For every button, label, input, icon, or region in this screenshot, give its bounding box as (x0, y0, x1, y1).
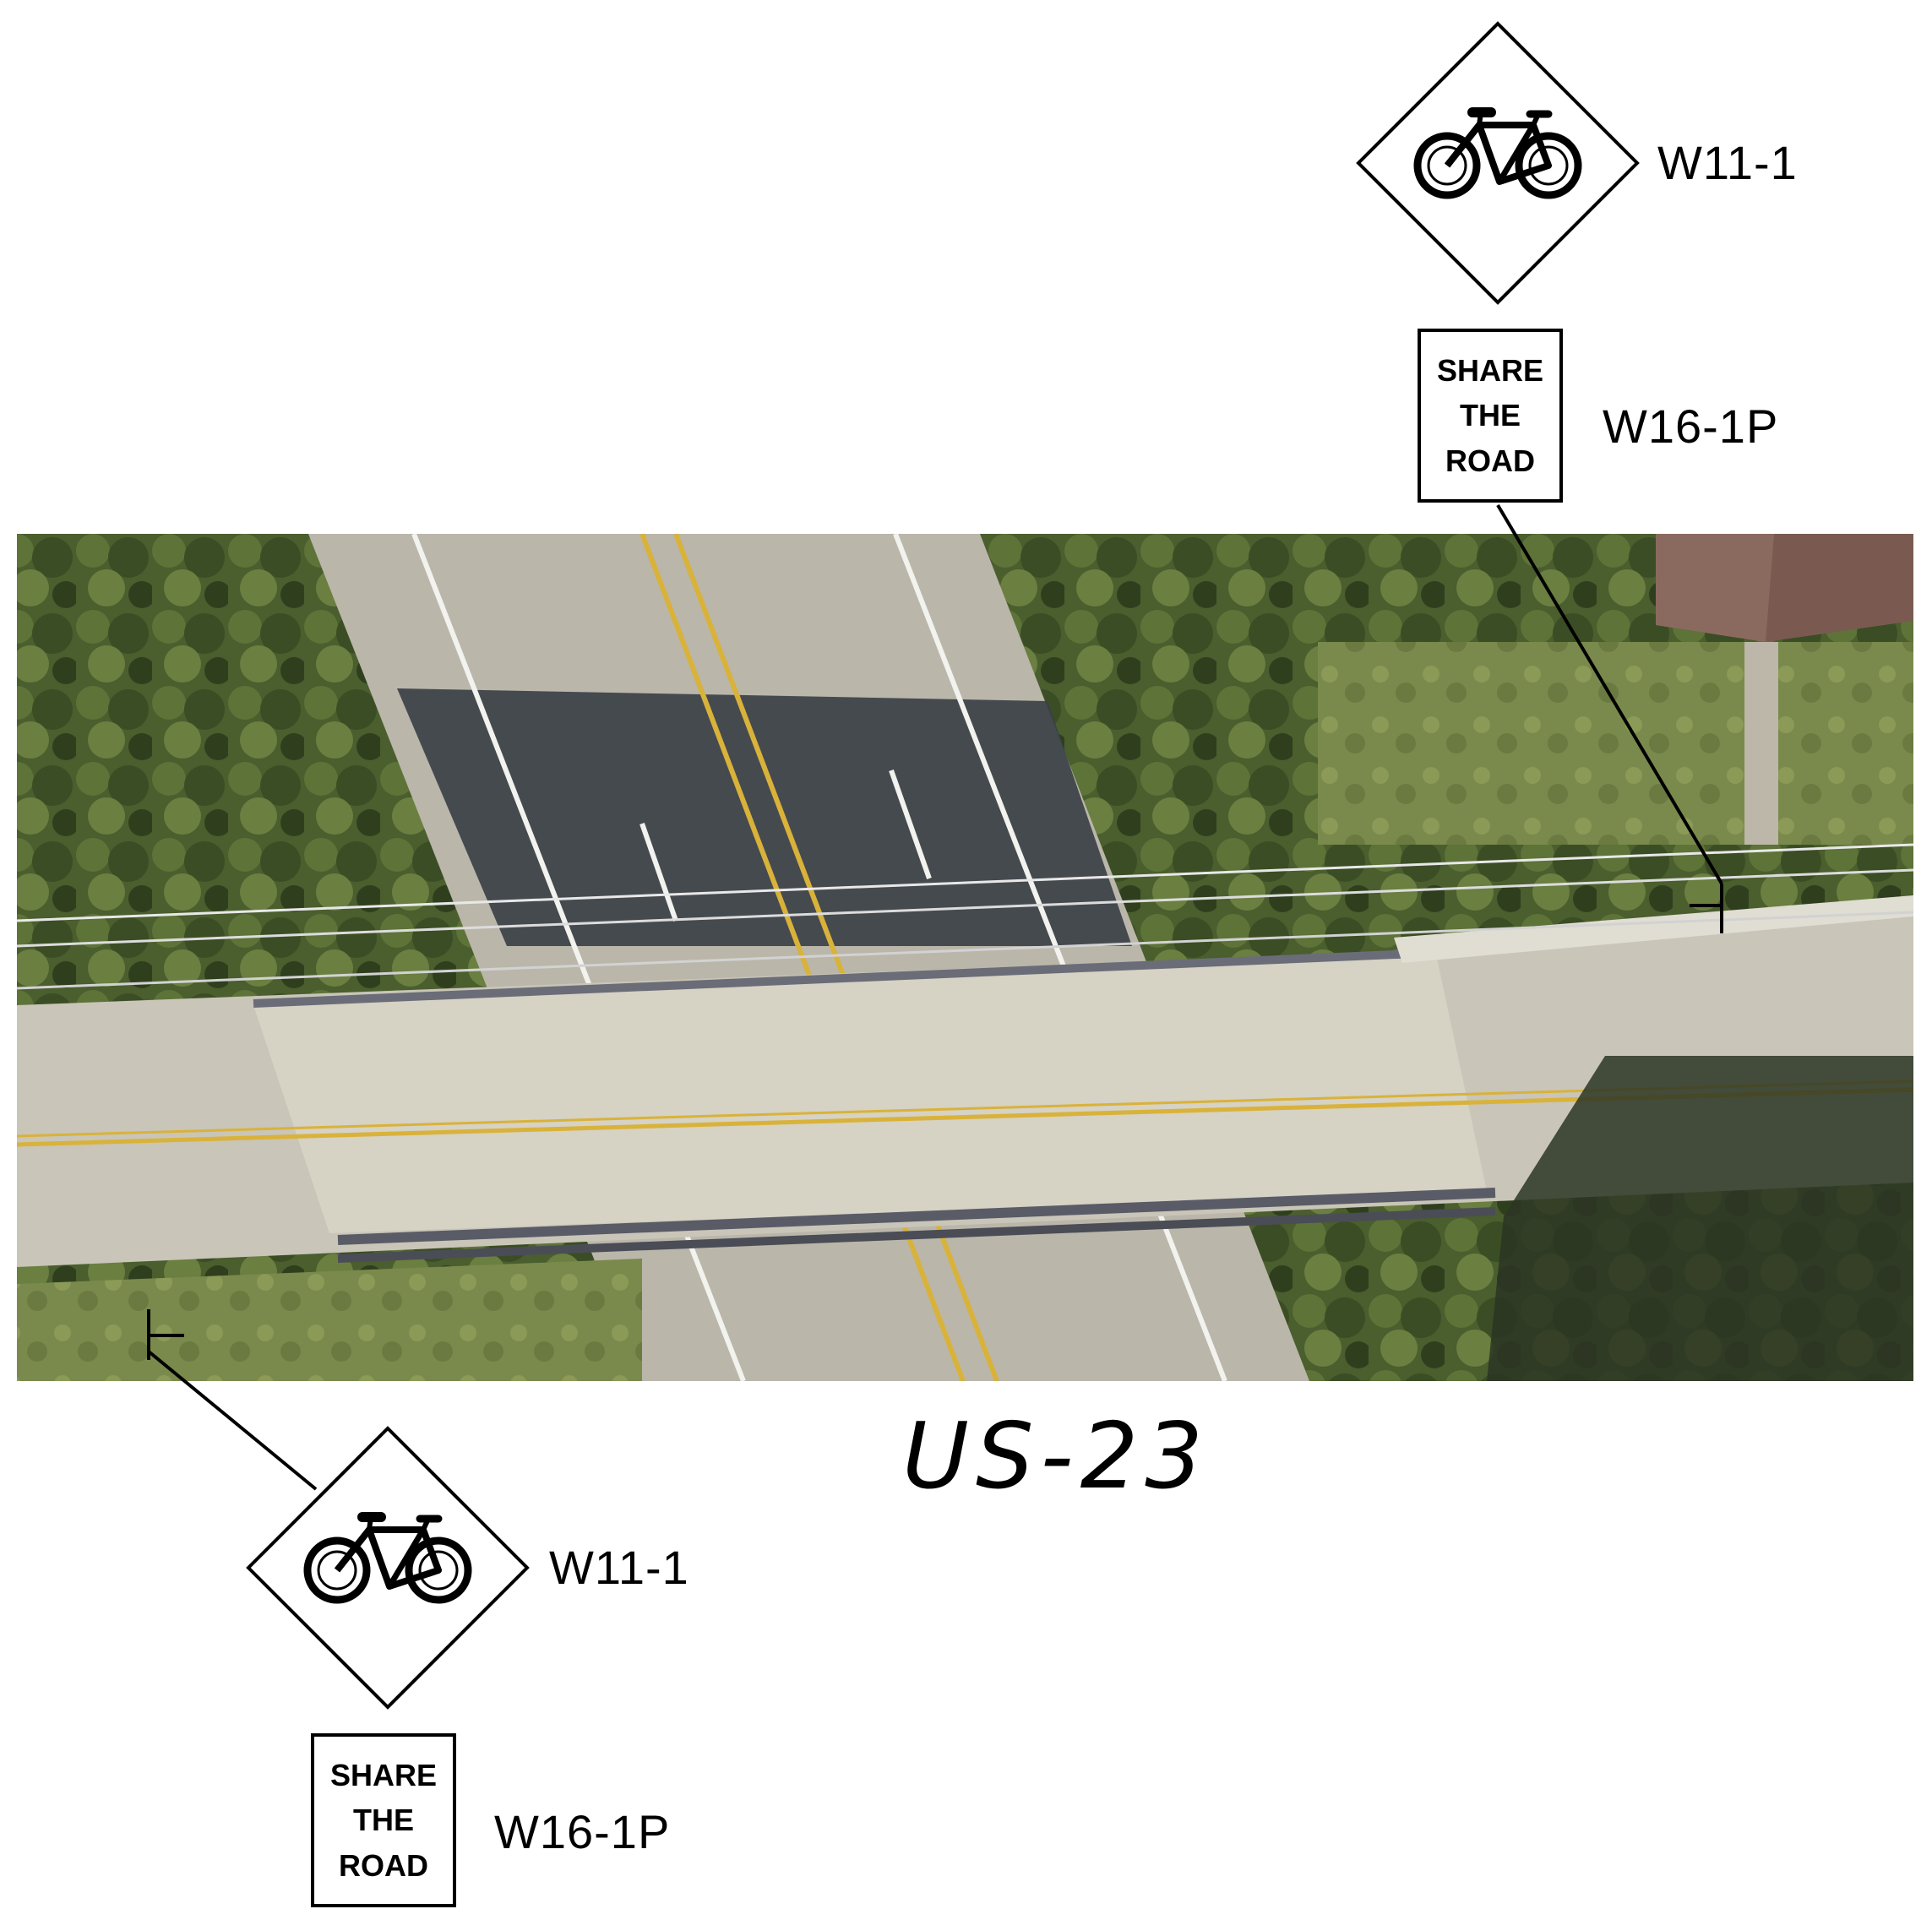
sign-code-w16-1p-bottom: W16-1P (494, 1805, 671, 1858)
plaque-line-road: ROAD (339, 1847, 428, 1883)
plaque-line-share: SHARE (329, 1757, 438, 1792)
w16-1p-plaque-bottom: SHARE THE ROAD (311, 1733, 456, 1907)
plaque-line-the: THE (353, 1803, 414, 1837)
bridge-shadow (397, 688, 1132, 946)
bicycle-icon (303, 1512, 472, 1604)
aerial-photo (17, 534, 1913, 1381)
plaque-line-share: SHARE (1436, 352, 1544, 388)
w11-1-sign-bottom (246, 1426, 530, 1710)
bicycle-icon (1413, 107, 1582, 199)
sign-code-w16-1p-top: W16-1P (1603, 400, 1779, 453)
plaque-line-road: ROAD (1445, 443, 1535, 478)
leader-line-top (1496, 503, 1723, 885)
bridge-deck (253, 954, 1487, 1233)
plaque-line-the: THE (1460, 398, 1521, 432)
sign-code-w11-1-top: W11-1 (1657, 136, 1798, 189)
sign-code-w11-1-bottom: W11-1 (549, 1541, 689, 1594)
w16-1p-plaque-top: SHARE THE ROAD (1418, 329, 1563, 503)
road-label-us-23: US-23 (902, 1404, 1210, 1509)
sign-post-leader-lines (147, 503, 1723, 1491)
leader-line-bottom (147, 1350, 318, 1491)
w11-1-sign-top (1356, 21, 1640, 305)
